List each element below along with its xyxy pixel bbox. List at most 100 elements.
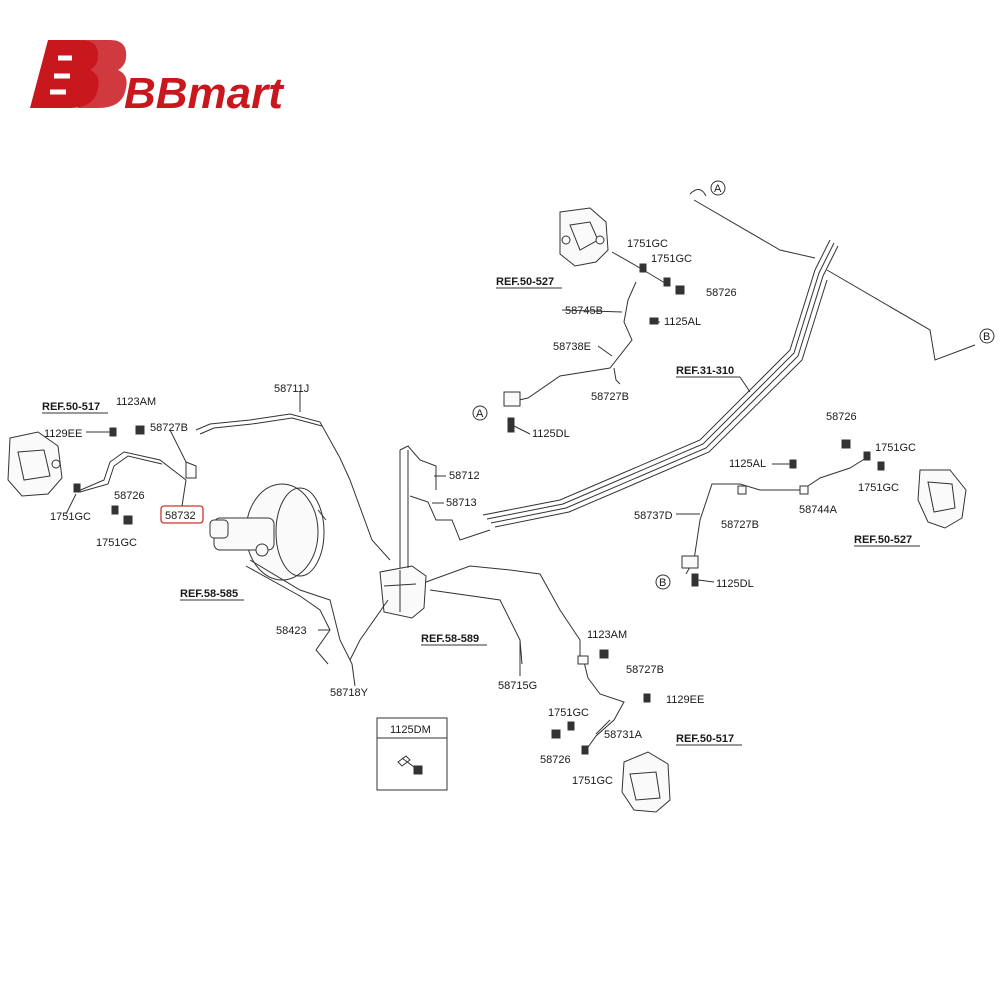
marker-a-left: A [472, 405, 488, 421]
label-58726-bottom: 58726 [540, 754, 571, 766]
clip-1751GC-b [663, 277, 671, 287]
clip-1751GC-e [73, 483, 81, 493]
marker-a-top: A [710, 180, 726, 196]
logo-wrench-icon [50, 55, 72, 95]
bolt-58726-c [123, 515, 133, 525]
bracket-58727B-d [577, 655, 589, 665]
label-58718Y: 58718Y [330, 687, 369, 699]
front-right-caliper-top [559, 207, 609, 267]
clip-1751GC-c [863, 451, 871, 461]
marker-a-label-1: A [714, 183, 722, 195]
label-58727B-top: 58727B [591, 391, 629, 403]
clip-1751GC-a [639, 263, 647, 273]
ref-31-310: REF.31-310 [676, 365, 734, 377]
bolt-58726-d [551, 729, 561, 739]
rear-right-hose [685, 457, 867, 575]
clip-58727B-b [737, 485, 747, 495]
label-58726-top: 58726 [706, 287, 737, 299]
pipe-58712-b [399, 445, 437, 568]
box-title-1125DM: 1125DM [390, 724, 431, 736]
joint-58744A [799, 485, 809, 495]
ref-58-589: REF.58-589 [421, 633, 479, 645]
label-1751GC-left-1: 1751GC [50, 511, 91, 523]
ref-58-585: REF.58-585 [180, 588, 238, 600]
bracket-58727B-c [185, 461, 197, 479]
front-right-caliper-bottom [621, 751, 671, 813]
label-58732: 58732 [165, 510, 196, 522]
logo-b-shape-2 [78, 40, 127, 108]
ref-50-527-right: REF.50-527 [854, 534, 912, 546]
marker-b-label-1: B [983, 331, 990, 343]
label-1751GC-right-2: 1751GC [858, 482, 899, 494]
ref-50-527-top: REF.50-527 [496, 276, 554, 288]
rear-right-caliper [917, 469, 967, 529]
bolt-58726-b [841, 439, 851, 449]
label-58727B-right: 58727B [721, 519, 759, 531]
main-pipe-bundle [482, 189, 976, 528]
front-left-hose-2 [79, 455, 163, 493]
pipe-58711J [195, 413, 391, 561]
marker-a-label-2: A [476, 408, 484, 420]
abs-hydraulic-unit [349, 565, 427, 661]
label-1125AL-right: 1125AL [729, 458, 766, 470]
brake-booster [209, 483, 325, 581]
bolt-1125AL-b [789, 459, 797, 469]
label-58715G: 58715G [498, 680, 537, 692]
label-1751GC-bottom-1: 1751GC [548, 707, 589, 719]
label-1129EE-bottom: 1129EE [666, 694, 704, 706]
booster-rod [317, 509, 327, 521]
pipe-58711J-b [199, 417, 323, 435]
bolt-1125AL-a [649, 317, 659, 325]
leader-lines [65, 309, 790, 735]
label-1129EE-left: 1129EE [44, 428, 82, 440]
bolt-1125DL-a [507, 417, 515, 433]
pipe-58715G-b [429, 589, 523, 665]
bolt-1129EE-b [643, 693, 651, 703]
clip-1751GC-d [877, 461, 885, 471]
marker-b-bottom: B [655, 574, 671, 590]
label-1123AM-bottom: 1123AM [587, 629, 627, 641]
ref-50-517-bottom: REF.50-517 [676, 733, 734, 745]
pipe-58423 [245, 565, 331, 665]
label-58737D: 58737D [634, 510, 673, 522]
label-1751GC-bottom-2: 1751GC [572, 775, 613, 787]
marker-b-right: B [979, 328, 995, 344]
hose-bracket-b [681, 555, 699, 569]
bbmart-logo: BBmart [30, 40, 285, 118]
bolt-head-icon [413, 765, 423, 775]
label-58738E: 58738E [553, 341, 591, 353]
label-1125AL-top: 1125AL [664, 316, 701, 328]
label-58726-left: 58726 [114, 490, 145, 502]
label-1123AM-left: 1123AM [116, 396, 156, 408]
bolt-1129EE-a [109, 427, 117, 437]
label-1751GC-top-1: 1751GC [627, 238, 668, 250]
label-58731A: 58731A [604, 729, 643, 741]
bolt-1125DL-b [691, 573, 699, 587]
bolt-1123AM-b [599, 649, 609, 659]
label-58423: 58423 [276, 625, 307, 637]
label-58727B-bottom: 58727B [626, 664, 664, 676]
label-1751GC-top-2: 1751GC [651, 253, 692, 265]
brand-name: BBmart [124, 69, 285, 118]
label-58713: 58713 [446, 497, 477, 509]
ref-50-517-left: REF.50-517 [42, 401, 100, 413]
front-left-caliper [7, 431, 63, 497]
label-58712: 58712 [449, 470, 480, 482]
hose-bracket [503, 391, 521, 407]
bolt-1123AM-a [135, 425, 145, 435]
label-58727B-left: 58727B [150, 422, 188, 434]
front-left-hose [75, 451, 187, 493]
clip-1751GC-g [567, 721, 575, 731]
pipe-58718Y [249, 559, 353, 665]
label-58744A: 58744A [799, 504, 838, 516]
pipe-58713 [409, 495, 491, 541]
label-58711J: 58711J [274, 383, 309, 395]
label-58726-right: 58726 [826, 411, 857, 423]
clip-1751GC-f [111, 505, 119, 515]
callout-box-1125DM: 1125DM [376, 717, 448, 791]
label-1751GC-right-1: 1751GC [875, 442, 916, 454]
label-1125DL-bottom: 1125DL [716, 578, 754, 590]
pipe-58715G [425, 565, 581, 660]
front-right-hose [509, 281, 637, 403]
